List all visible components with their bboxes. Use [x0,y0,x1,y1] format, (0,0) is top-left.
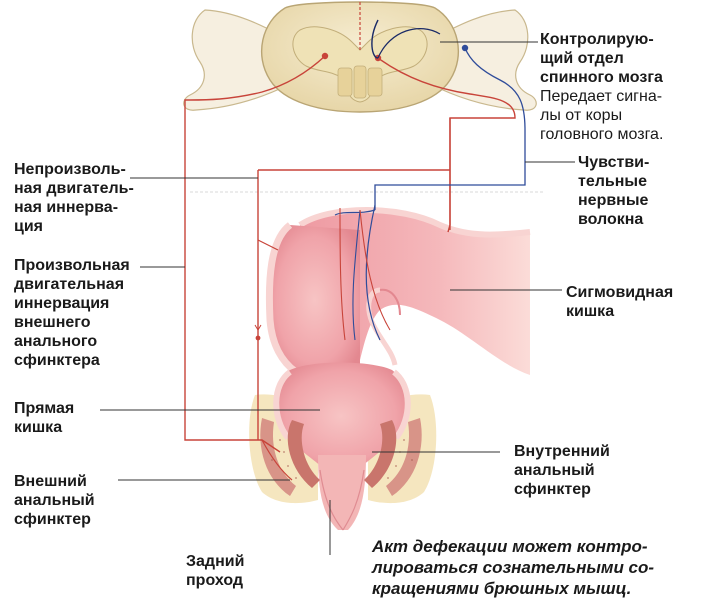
label-sensory-fibers: Чувстви- тельные нервные волокна [578,154,650,228]
anal-canal [318,455,366,530]
rectum-upper [269,225,360,375]
internal-sphincter-right [364,420,397,488]
label-anus: Задний проход [186,553,245,589]
leader-lines [100,41,575,555]
internal-sphincter-left [287,420,320,488]
caption-note: Акт дефекации может контро- лироваться с… [372,537,655,598]
label-external-sphincter: Внешний анальный сфинктер [14,473,95,528]
label-rectum: Прямая кишка [14,400,75,436]
label-sigmoid-colon: Сигмовидная кишка [566,284,674,320]
external-sphincter-right [386,418,422,496]
spinal-cord-section [183,1,537,113]
label-involuntary-innervation: Непроизволь- ная двигатель- ная иннерва-… [14,161,134,235]
rectum-ampulla [275,362,407,470]
colon-structure [249,207,531,531]
nerve-pathways [184,19,526,481]
label-voluntary-innervation: Произвольная двигательная иннервация вне… [14,257,130,369]
label-internal-sphincter: Внутренний анальный сфинктер [514,443,610,498]
external-sphincter-left [260,418,296,496]
label-control-desc: Передает сигна- лы от коры головного моз… [540,88,664,143]
label-control-title: Контролирую- щий отдел спинного мозга [540,31,663,86]
